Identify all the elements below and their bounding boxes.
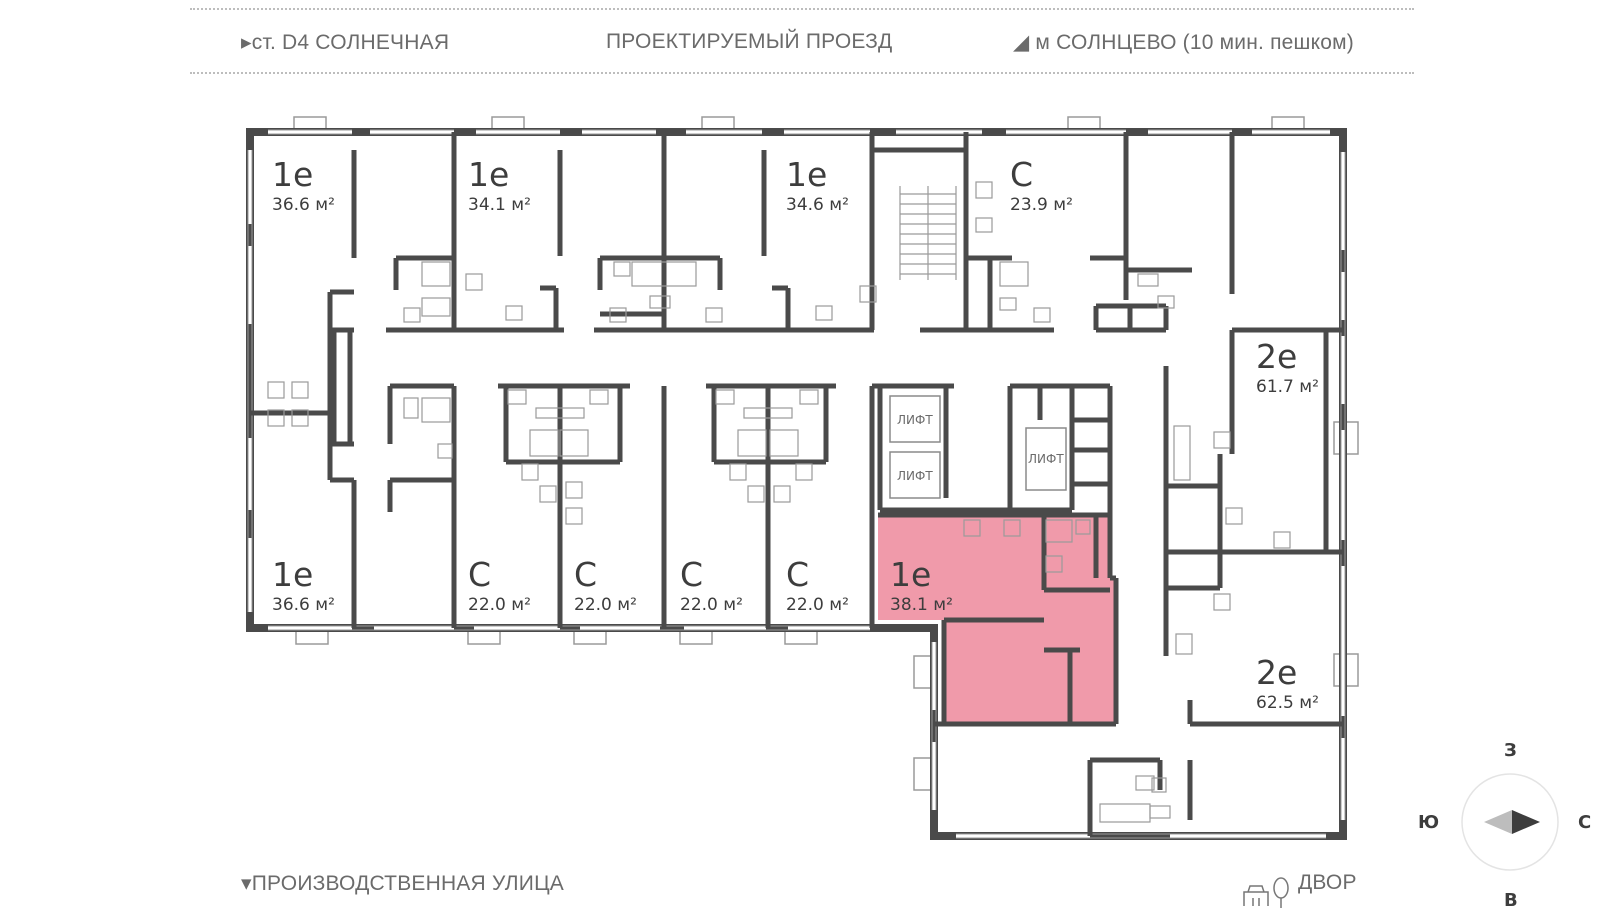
triangle-down-icon: ▾: [241, 872, 252, 895]
top-divider-lower: [190, 72, 1414, 74]
fixtures: [267, 181, 1291, 823]
lift-cabins: [889, 395, 1067, 499]
apartment-type: С: [574, 555, 597, 594]
apartment-type: 1е: [786, 155, 827, 194]
apartment-5[interactable]: 2е 61.7 м²: [1256, 337, 1319, 397]
apartment-2[interactable]: 1е 34.1 м²: [468, 155, 531, 215]
apartment-area: 22.0 м²: [468, 595, 531, 615]
apartment-9[interactable]: С 22.0 м²: [680, 555, 743, 615]
apartment-type: 1е: [468, 155, 509, 194]
apartment-type: 2е: [1256, 337, 1297, 376]
outer-walls: [246, 128, 1347, 840]
apartment-area: 38.1 м²: [890, 595, 953, 615]
triangle-right-icon: ▸: [241, 31, 252, 54]
apartment-area: 36.6 м²: [272, 595, 335, 615]
apartment-12[interactable]: 2е 62.5 м²: [1256, 653, 1319, 713]
apartment-type: С: [786, 555, 809, 594]
compass-east: В: [1504, 890, 1518, 911]
triangle-up-icon: ◢: [1013, 31, 1030, 54]
street-label-station: ▸ст. D4 СОЛНЕЧНАЯ: [241, 31, 450, 54]
apartment-6[interactable]: 1е 36.6 м²: [272, 555, 335, 615]
lift-label-1: ЛИФТ: [897, 413, 933, 427]
glazing-lines: [247, 129, 1346, 839]
apartment-area: 62.5 м²: [1256, 693, 1319, 713]
apartment-type: 1е: [890, 555, 931, 594]
street-label-metro: ◢ м СОЛНЦЕВО (10 мин. пешком): [1013, 31, 1354, 54]
lift-label-2: ЛИФТ: [897, 469, 933, 483]
top-divider-upper: [190, 8, 1414, 10]
compass: З В Ю С: [1418, 740, 1591, 911]
glazing: [247, 129, 1346, 839]
apartment-area: 61.7 м²: [1256, 377, 1319, 397]
apartment-type: 1е: [272, 155, 313, 194]
apartment-11-highlighted[interactable]: 1е 38.1 м²: [890, 555, 953, 615]
apartment-type: С: [1010, 155, 1033, 194]
apartment-4[interactable]: С 23.9 м²: [1010, 155, 1073, 215]
courtyard-icon: [1243, 877, 1289, 908]
apartment-area: 22.0 м²: [680, 595, 743, 615]
apartment-type: 1е: [272, 555, 313, 594]
apartment-area: 34.1 м²: [468, 195, 531, 215]
apartment-area: 36.6 м²: [272, 195, 335, 215]
apartment-type: С: [468, 555, 491, 594]
interior-walls: [250, 132, 1343, 836]
compass-arrow-head-icon: [1512, 810, 1540, 834]
street-label-courtyard: ДВОР: [1298, 871, 1357, 894]
apartment-type: С: [680, 555, 703, 594]
apartment-area: 22.0 м²: [574, 595, 637, 615]
apartment-labels: 1е 36.6 м² 1е 34.1 м² 1е 34.6 м² С 23.9 …: [272, 155, 1319, 713]
apartment-area: 34.6 м²: [786, 195, 849, 215]
compass-south: Ю: [1418, 812, 1439, 833]
apartment-1[interactable]: 1е 36.6 м²: [272, 155, 335, 215]
compass-north: С: [1578, 812, 1591, 833]
compass-ring: [1461, 773, 1559, 871]
street-label-industrial: ▾ПРОИЗВОДСТВЕННАЯ УЛИЦА: [241, 872, 565, 895]
apartment-8[interactable]: С 22.0 м²: [574, 555, 637, 615]
staircase: [899, 186, 957, 280]
compass-arrow-tail-icon: [1484, 810, 1512, 834]
compass-west: З: [1504, 740, 1517, 761]
apartment-10[interactable]: С 22.0 м²: [786, 555, 849, 615]
apartment-7[interactable]: С 22.0 м²: [468, 555, 531, 615]
apartment-3[interactable]: 1е 34.6 м²: [786, 155, 849, 215]
apartment-area: 22.0 м²: [786, 595, 849, 615]
street-label-passage: ПРОЕКТИРУЕМЫЙ ПРОЕЗД: [606, 30, 893, 53]
apartment-type: 2е: [1256, 653, 1297, 692]
apartment-area: 23.9 м²: [1010, 195, 1073, 215]
lift-label-3: ЛИФТ: [1028, 452, 1064, 466]
